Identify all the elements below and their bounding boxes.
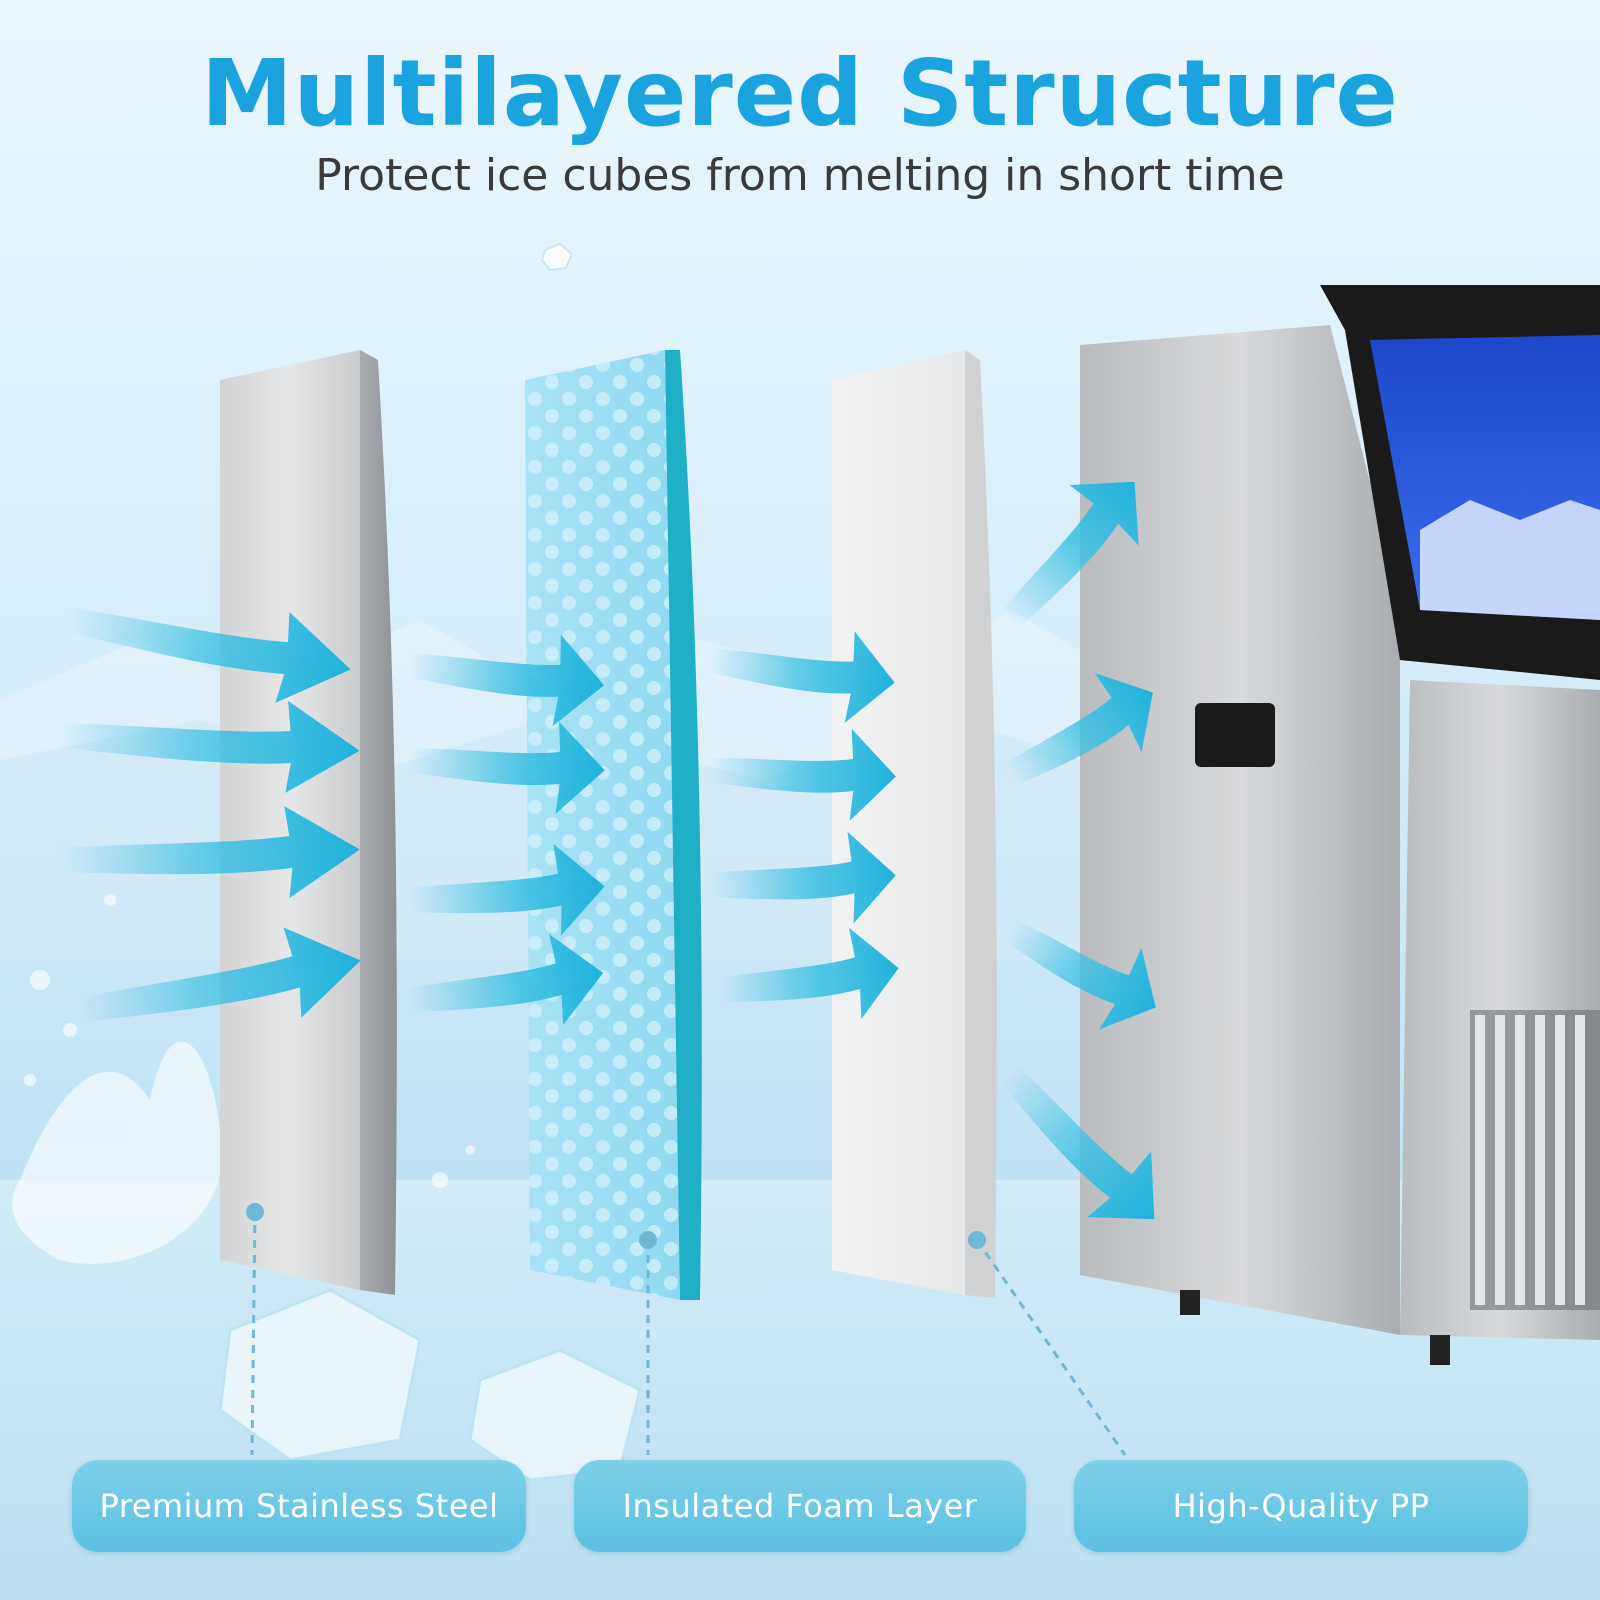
label-stainless-steel: Premium Stainless Steel xyxy=(72,1460,526,1552)
leader-dots xyxy=(246,1203,986,1249)
page-subtitle: Protect ice cubes from melting in short … xyxy=(315,150,1285,201)
label-high-quality-pp: High-Quality PP xyxy=(1074,1460,1528,1552)
ice-maker-icon xyxy=(1080,285,1600,1365)
insulated-foam-layer xyxy=(525,350,702,1300)
page-title: Multilayered Structure xyxy=(201,40,1399,147)
label-insulated-foam: Insulated Foam Layer xyxy=(574,1460,1026,1552)
water-splash xyxy=(12,894,475,1264)
leader-lines xyxy=(250,1209,1127,1456)
ice-cube-icon xyxy=(218,242,642,1482)
pp-layer xyxy=(832,350,997,1298)
